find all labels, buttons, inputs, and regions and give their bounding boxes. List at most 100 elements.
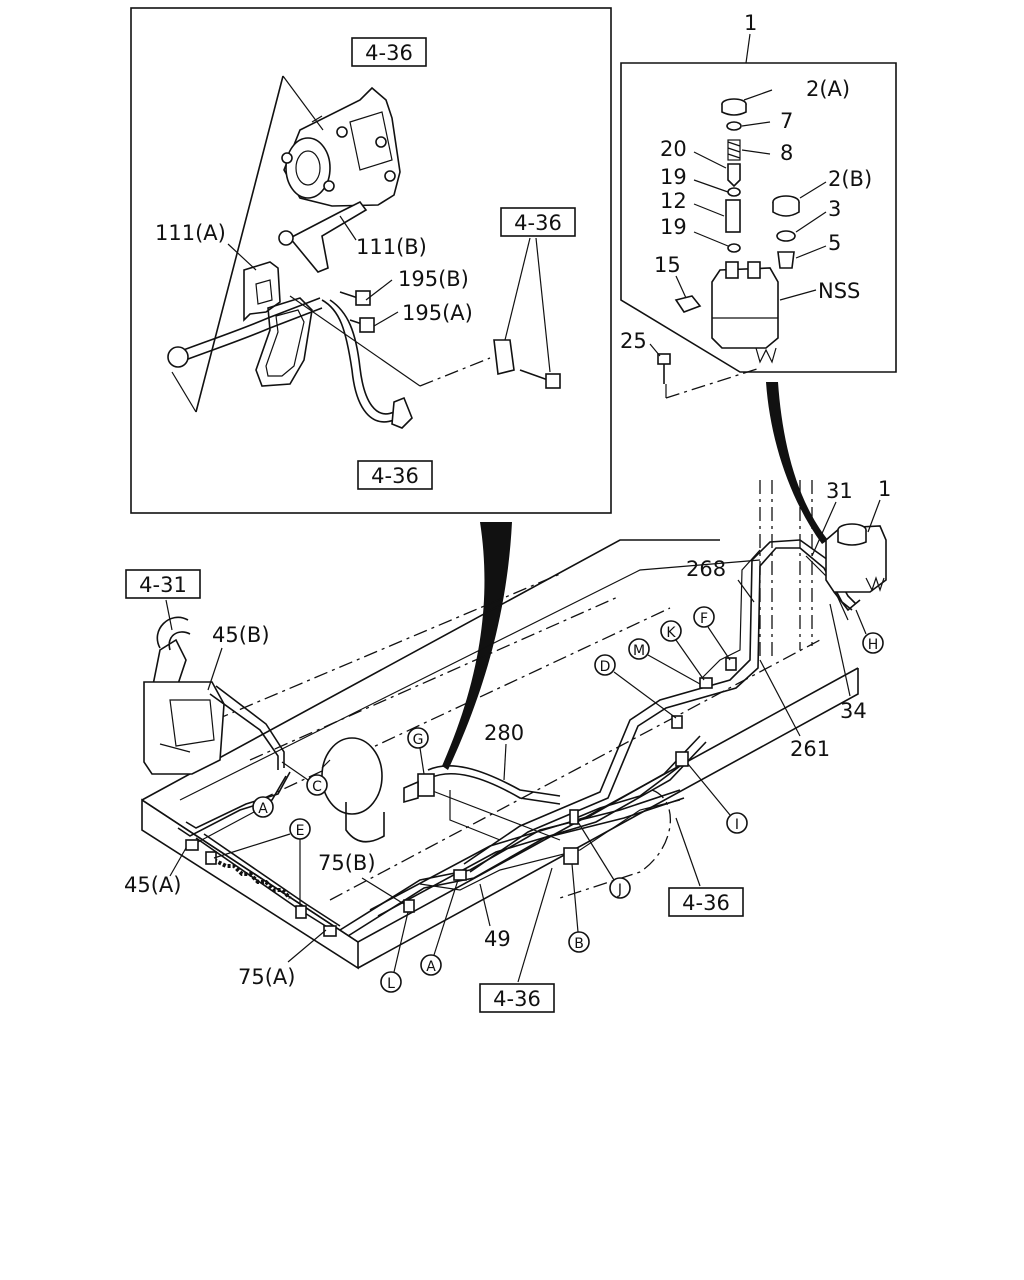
tube-12 (725, 199, 741, 233)
inset-pump-frame (130, 7, 612, 514)
ref-box-4-36-right[interactable]: 4-36 (500, 207, 576, 237)
callout-c[interactable]: C (306, 774, 328, 796)
svg-text:L: L (387, 976, 395, 992)
main-pipes (177, 539, 857, 937)
label-1-main: 1 (878, 477, 891, 501)
callout-k[interactable]: K (660, 620, 682, 642)
label-5: 5 (828, 231, 841, 255)
clamp-right (493, 339, 561, 389)
bracket-111a (243, 261, 281, 322)
label-2a: 2(A) (806, 77, 850, 101)
label-75a: 75(A) (238, 965, 295, 989)
callout-j[interactable]: J (609, 877, 631, 899)
cap-2a (721, 98, 747, 116)
label-8: 8 (780, 141, 793, 165)
fittings (185, 657, 737, 937)
svg-text:H: H (868, 637, 879, 653)
label-12: 12 (660, 189, 687, 213)
label-1-top: 1 (744, 11, 757, 35)
label-111a: 111(A) (155, 221, 226, 245)
filter-5 (777, 251, 795, 269)
ref-label: 4-36 (682, 891, 730, 915)
flex-hose (213, 858, 292, 900)
label-195b: 195(B) (398, 267, 469, 291)
label-45b: 45(B) (212, 623, 270, 647)
ref-label: 4-36 (365, 41, 413, 65)
svg-text:C: C (312, 779, 322, 795)
callout-m[interactable]: M (628, 638, 650, 660)
label-7: 7 (780, 109, 793, 133)
ref-label: 4-36 (514, 211, 562, 235)
round-tank (321, 737, 385, 843)
label-268: 268 (686, 557, 726, 581)
svg-text:B: B (574, 936, 584, 952)
callout-b[interactable]: B (568, 931, 590, 953)
label-49: 49 (484, 927, 511, 951)
label-19b: 19 (660, 215, 687, 239)
label-15: 15 (654, 253, 681, 277)
callout-e[interactable]: E (289, 818, 311, 840)
inset-pipes (167, 297, 413, 429)
ref-label: 4-31 (139, 573, 187, 597)
svg-text:D: D (600, 659, 611, 675)
callout-i[interactable]: I (726, 812, 748, 834)
svg-text:A: A (258, 801, 268, 817)
cap-2b (772, 195, 800, 217)
reservoir-main (825, 523, 887, 612)
svg-text:G: G (413, 732, 424, 748)
callout-a-upper[interactable]: A (252, 796, 274, 818)
callout-a-lower[interactable]: A (420, 954, 442, 976)
arrow-to-tank (766, 382, 828, 544)
label-75b: 75(B) (318, 851, 376, 875)
bolt-195b (339, 290, 371, 306)
ref-label: 4-36 (371, 464, 419, 488)
seal-3 (776, 230, 796, 242)
callout-g[interactable]: G (407, 727, 429, 749)
label-nss: NSS (818, 279, 860, 303)
label-31: 31 (826, 479, 853, 503)
ref-box-4-36-lower-right[interactable]: 4-36 (668, 887, 744, 917)
label-261: 261 (790, 737, 830, 761)
callout-l[interactable]: L (380, 971, 402, 993)
svg-text:A: A (426, 959, 436, 975)
svg-text:E: E (296, 823, 305, 839)
svg-text:I: I (735, 817, 739, 833)
bolt-195a (349, 317, 375, 333)
inset-tank-frame (620, 62, 897, 373)
ref-label: 4-36 (493, 987, 541, 1011)
ref-box-4-36-bottom-main[interactable]: 4-36 (479, 983, 555, 1013)
bracket-15 (674, 295, 702, 313)
label-3: 3 (828, 197, 841, 221)
ring-7 (726, 121, 742, 131)
svg-text:J: J (617, 882, 622, 898)
callout-f[interactable]: F (693, 606, 715, 628)
label-111b: 111(B) (356, 235, 427, 259)
bolt-25 (657, 353, 671, 384)
label-45a: 45(A) (124, 873, 181, 897)
label-280: 280 (484, 721, 524, 745)
callout-d[interactable]: D (594, 654, 616, 676)
label-34: 34 (840, 699, 867, 723)
label-19a: 19 (660, 165, 687, 189)
steering-gear (143, 616, 225, 775)
reservoir-tank (711, 261, 779, 364)
arrow-to-pump (442, 522, 512, 770)
svg-text:F: F (700, 611, 708, 627)
ref-box-4-36-top[interactable]: 4-36 (351, 37, 427, 67)
chassis-frame (141, 480, 859, 970)
svg-text:K: K (666, 625, 676, 641)
ref-box-4-31[interactable]: 4-31 (125, 569, 201, 599)
power-steering-pump (281, 86, 401, 207)
svg-text:M: M (633, 643, 645, 659)
spring-8 (727, 139, 741, 161)
label-195a: 195(A) (402, 301, 473, 325)
ref-box-4-36-bottom[interactable]: 4-36 (357, 460, 433, 490)
label-25: 25 (620, 329, 647, 353)
bracket-111b (278, 200, 368, 273)
callout-h[interactable]: H (862, 632, 884, 654)
ring-19b (727, 243, 741, 253)
ring-19a (727, 187, 741, 197)
valve-20 (727, 163, 741, 188)
label-2b: 2(B) (828, 167, 872, 191)
